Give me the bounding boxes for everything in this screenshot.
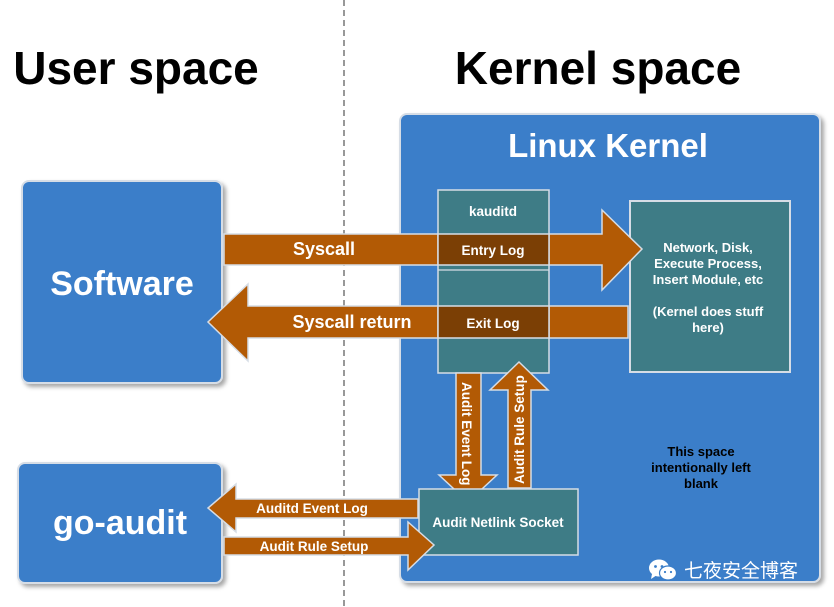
- watermark-text: 七夜安全博客: [684, 560, 799, 582]
- kernel-work-box: [629, 200, 791, 373]
- software-box: [21, 180, 223, 384]
- audit-netlink-socket-label: Audit Netlink Socket: [432, 515, 564, 530]
- blank-note-line-3: blank: [684, 476, 719, 491]
- wechat-icon: [649, 559, 678, 581]
- syscall-return-arrow: [206, 282, 629, 363]
- syscall-label: Syscall: [293, 239, 355, 259]
- audit-rule-setup-label: Audit Rule Setup: [260, 539, 369, 554]
- blank-note-line-1: This space: [667, 444, 734, 459]
- kernel-space-heading: Kernel space: [455, 42, 741, 94]
- entry-log-label: Entry Log: [462, 243, 525, 258]
- audit-rule-setup-up-arrow: [488, 360, 550, 489]
- go-audit-label: go-audit: [53, 504, 187, 542]
- kernel-work-line-1: Network, Disk,: [663, 240, 753, 255]
- audit-rule-setup-vertical-label: Audit Rule Setup: [512, 375, 527, 484]
- kernel-work-line-5: here): [692, 320, 724, 335]
- user-space-heading: User space: [13, 42, 259, 94]
- syscall-arrow: [223, 208, 644, 292]
- exit-log-label: Exit Log: [466, 316, 519, 331]
- blank-note-line-2: intentionally left: [651, 460, 751, 475]
- kernel-work-line-4: (Kernel does stuff: [653, 304, 764, 319]
- software-label: Software: [50, 265, 194, 303]
- audit-rule-setup-arrow: [223, 520, 436, 572]
- kauditd-box: [437, 189, 550, 374]
- audit-netlink-socket-box: [418, 488, 579, 556]
- auditd-event-log-label: Auditd Event Log: [256, 501, 368, 516]
- watermark: 七夜安全博客: [648, 556, 798, 583]
- go-audit-box: [17, 462, 223, 584]
- audit-event-log-label: Audit Event Log: [459, 382, 474, 486]
- syscall-return-label: Syscall return: [292, 312, 411, 332]
- auditd-event-log-arrow: [206, 482, 419, 534]
- linux-kernel-title: Linux Kernel: [508, 127, 708, 164]
- kauditd-label: kauditd: [469, 204, 517, 219]
- kernel-work-line-3: Insert Module, etc: [653, 272, 764, 287]
- entry-log-cell: [437, 233, 550, 266]
- kernel-work-line-2: Execute Process,: [654, 256, 762, 271]
- exit-log-cell: [437, 305, 550, 339]
